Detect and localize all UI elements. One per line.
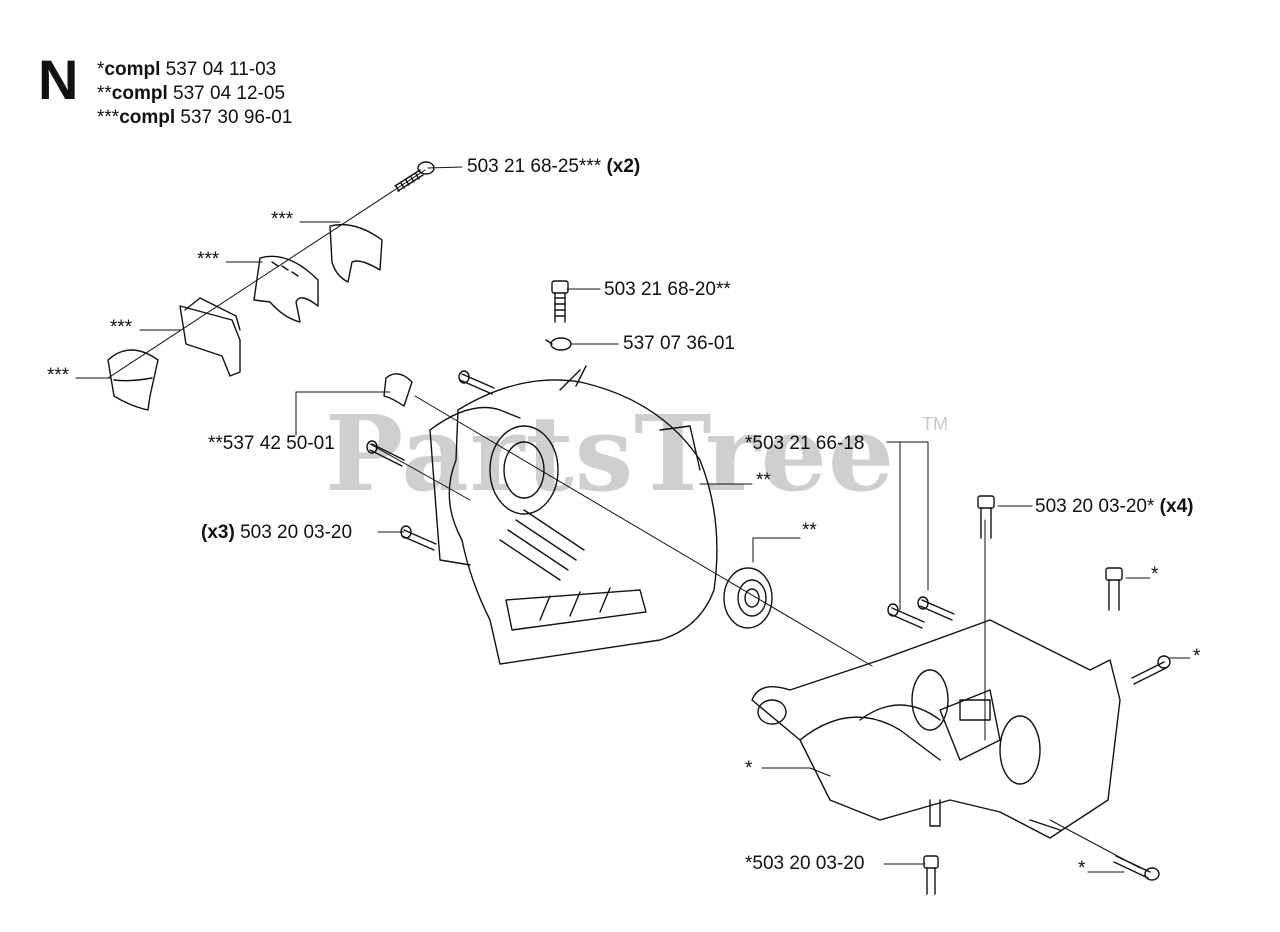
label-bearing: ** (802, 520, 817, 541)
spacer-part (383, 373, 413, 407)
label-washer: 537 07 36-01 (623, 333, 735, 354)
left-screws (366, 370, 495, 551)
watermark: PartsTree (325, 392, 896, 515)
top-screw (394, 161, 435, 192)
compl-row: ***compl 537 30 96-01 (97, 107, 293, 128)
label-bolt-bottom-right: * (1078, 858, 1086, 879)
label-clamp-1: *** (271, 209, 294, 230)
screw-pair (887, 596, 955, 629)
leader-lines (75, 166, 1191, 873)
bearing-part (723, 567, 773, 629)
crankcase-base (751, 619, 1121, 839)
right-screws (923, 495, 1171, 895)
label-spacer: **537 42 50-01 (208, 433, 335, 454)
label-screw-bottom: *503 20 03-20 (745, 853, 865, 874)
compl-row: *compl 537 04 11-03 (97, 59, 277, 80)
compl-list: *compl 537 04 11-03 **compl 537 04 12-05… (97, 58, 292, 130)
crankcase-half (429, 365, 718, 665)
trademark-mark: TM (922, 414, 948, 434)
label-screw-left: (x3) 503 20 03-20 (201, 522, 353, 543)
label-screw-pair: *503 21 66-18 (745, 433, 865, 454)
assembly-axes (107, 169, 1141, 869)
label-bolt-right-1: * (1151, 564, 1159, 585)
label-screw-mid: 503 21 68-20** (604, 279, 731, 300)
mid-screw (545, 280, 572, 351)
label-bolt-right-2: * (1193, 646, 1201, 667)
label-screw-right: 503 20 03-20* (x4) (1035, 496, 1194, 517)
label-clamp-2: *** (197, 249, 220, 270)
compl-row: **compl 537 04 12-05 (97, 83, 286, 104)
section-letter: N (38, 48, 79, 111)
label-crankcase-base: * (745, 758, 753, 779)
label-clamp-4: *** (47, 365, 70, 386)
label-clamp-3: *** (110, 317, 133, 338)
label-crankcase-half: ** (756, 470, 771, 491)
clamp-parts (107, 223, 383, 411)
label-screw-top: 503 21 68-25*** (x2) (467, 156, 641, 177)
